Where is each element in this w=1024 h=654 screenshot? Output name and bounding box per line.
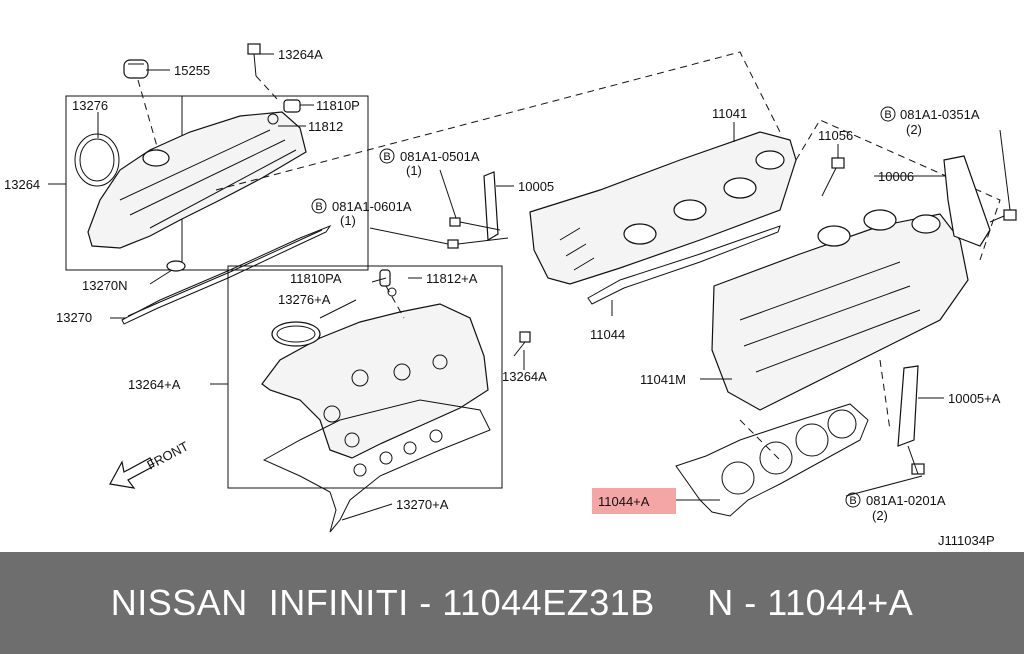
- grommet-13270N: [166, 260, 186, 272]
- bolt-13264A-top: [247, 43, 261, 55]
- qty-081A1-0601A: (1): [340, 213, 356, 228]
- qty-081A1-0201A: (2): [872, 508, 888, 523]
- label-15255: 15255: [174, 63, 210, 78]
- label-13264A-top: 13264A: [278, 47, 323, 62]
- label-10005: 10005: [518, 179, 554, 194]
- label-13264A-mid: 13264A: [502, 369, 547, 384]
- cylinder-head-upper: [529, 131, 797, 285]
- label-13270N: 13270N: [82, 278, 128, 293]
- group-box-13264-frame: [65, 95, 369, 271]
- head-gasket-11044: [587, 225, 781, 305]
- label-11812plusA: 11812+A: [426, 271, 478, 286]
- label-081A1-0501A: 081A1-0501A: [400, 149, 480, 164]
- label-081A1-0201A: 081A1-0201A: [866, 493, 946, 508]
- part-number-text: NISSAN INFINITI - 11044EZ31B N - 11044+A: [110, 582, 914, 623]
- label-081A1-0351A: 081A1-0351A: [900, 107, 980, 122]
- label-11810PA: 11810PA: [290, 271, 342, 286]
- bolt-0201A: [911, 463, 925, 475]
- valve-cover-gasket-lower: [262, 399, 491, 533]
- bolt-13264A-mid: [519, 331, 531, 343]
- diagram-id: J111034P: [938, 533, 995, 548]
- label-13264plusA: 13264+A: [128, 377, 181, 392]
- pcv-grommet: [267, 113, 279, 125]
- label-13270: 13270: [56, 310, 92, 325]
- bolt-mark-icon: [845, 492, 861, 508]
- label-13270plusA: 13270+A: [396, 497, 449, 512]
- part-number-banner: NISSAN INFINITI - 11044EZ31B N - 11044+A: [0, 552, 1024, 654]
- label-10006: 10006: [878, 169, 914, 184]
- label-11041: 11041: [712, 106, 747, 121]
- bolt-11056: [831, 157, 845, 169]
- bolt-0351A: [1003, 209, 1017, 221]
- oil-cap-gasket-ring: [74, 133, 120, 187]
- bolt-0501A: [449, 217, 461, 227]
- label-11044plusA: 11044+A: [598, 494, 650, 509]
- label-11044: 11044: [590, 327, 625, 342]
- label-13276plusA: 13276+A: [278, 292, 331, 307]
- label-11041M: 11041M: [640, 372, 686, 387]
- head-gasket-11044plusA: [675, 403, 869, 517]
- label-front: FRONT: [144, 438, 191, 472]
- pcv-valve: [283, 99, 301, 113]
- bolt-mark-icon: [880, 106, 896, 122]
- valve-cover-lower: [261, 303, 489, 459]
- valve-cover-upper: [87, 111, 307, 249]
- highlight-11044plusA: [592, 488, 676, 514]
- bracket-10005plusA: [897, 365, 919, 447]
- label-11812: 11812: [308, 119, 343, 134]
- qty-081A1-0351A: (2): [906, 122, 922, 137]
- bolt-mark-0601A: B: [315, 201, 322, 213]
- bolt-mark-icon: [311, 198, 327, 214]
- label-13264: 13264: [4, 177, 40, 192]
- oil-filler-neck: [142, 149, 170, 167]
- qty-081A1-0501A: (1): [406, 163, 422, 178]
- bolt-mark-0501A: B: [383, 151, 390, 163]
- bracket-10006: [943, 155, 991, 247]
- bolt-mark-0201A: B: [849, 495, 856, 507]
- label-11810P: 11810P: [316, 98, 360, 113]
- label-10005plusA: 10005+A: [948, 391, 1001, 406]
- front-arrow: [109, 457, 155, 489]
- valve-cover-gasket-upper: [121, 224, 332, 325]
- bolt-mark-0351A: B: [884, 109, 891, 121]
- bolt-0601A: [447, 239, 459, 249]
- bolt-mark-icon: [379, 148, 395, 164]
- exploded-parts-diagram: 15255 13264A 11810P 11812 13276 13264 13…: [4, 43, 1017, 548]
- bracket-10005: [483, 171, 499, 242]
- label-11056: 11056: [818, 128, 853, 143]
- oil-filler-cap: [123, 59, 149, 79]
- label-13276: 13276: [72, 98, 108, 113]
- label-081A1-0601A: 081A1-0601A: [332, 199, 412, 214]
